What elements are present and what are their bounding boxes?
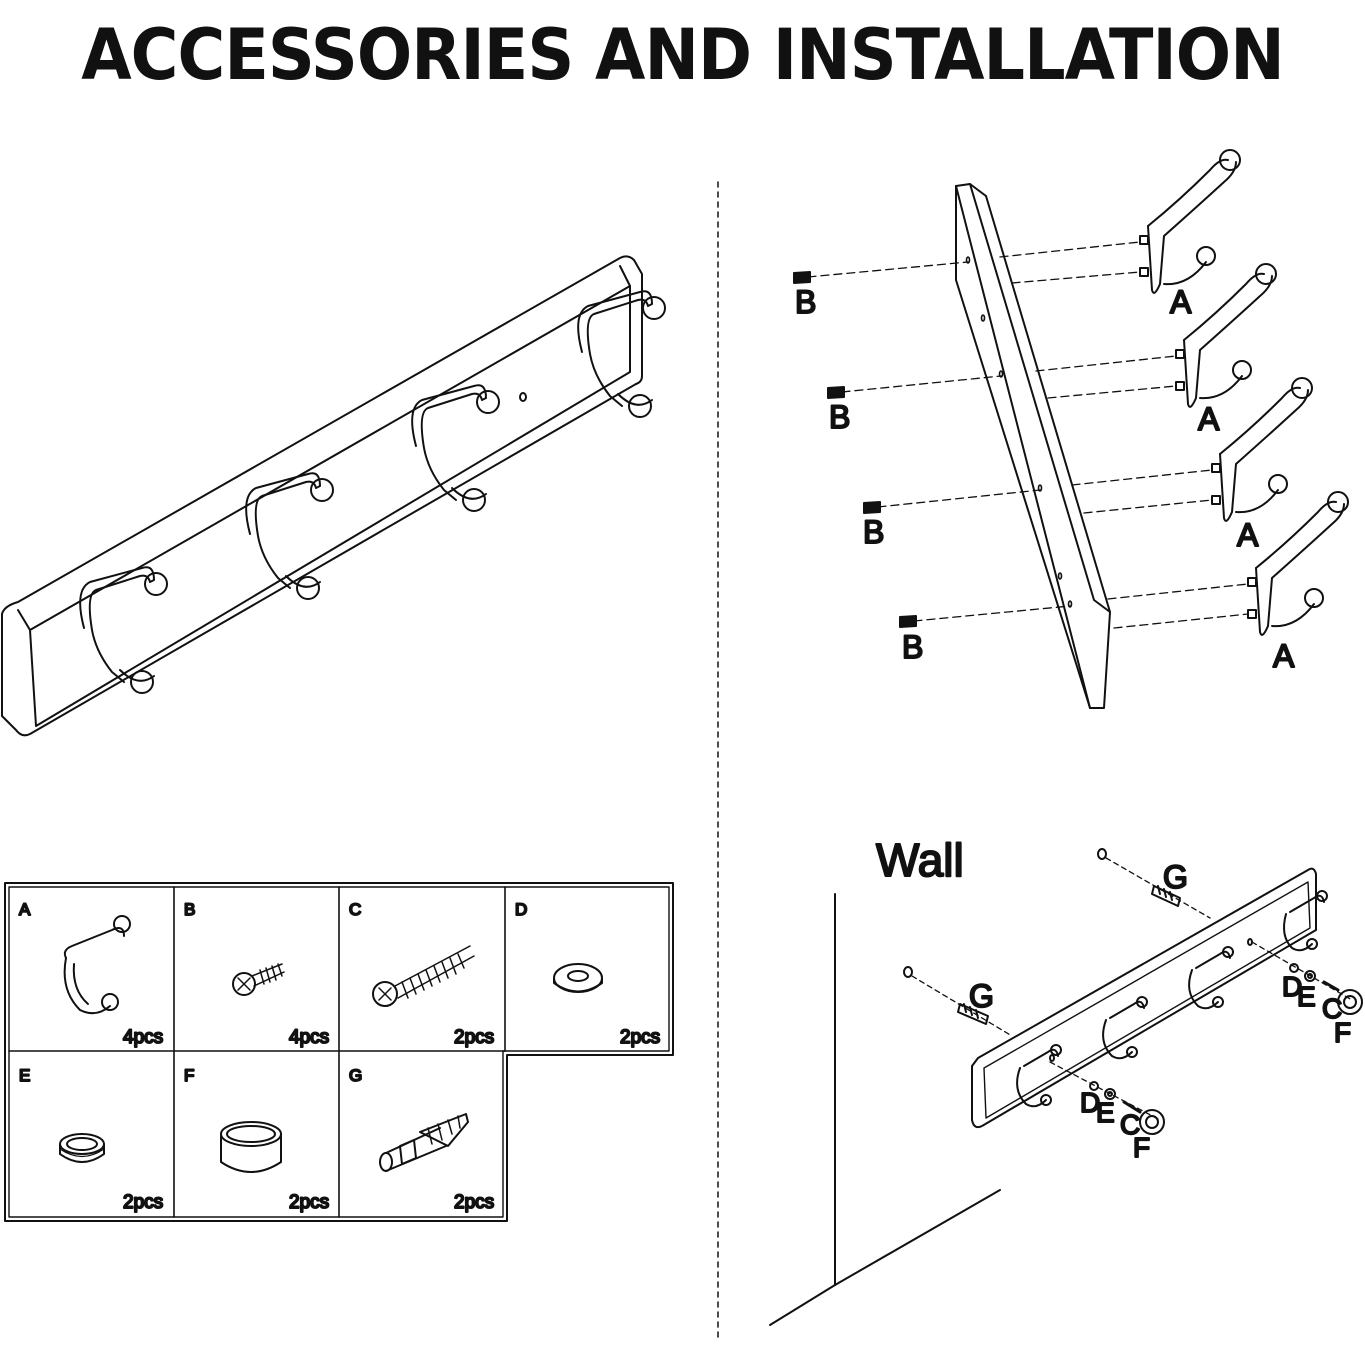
exploded-label-a: A <box>1198 401 1220 437</box>
exploded-hooks <box>1139 149 1349 636</box>
parts-table: A 4pcs B 4pcs C 2pcs D 2pcs E 2pcs F 2pc… <box>4 882 674 1222</box>
wall-label-f: F <box>1133 1132 1150 1163</box>
wall-fasteners-right <box>1289 963 1363 1015</box>
part-b-screw-icon <box>232 963 285 996</box>
exploded-label-a: A <box>1170 284 1192 320</box>
exploded-label-b: B <box>829 399 850 435</box>
part-letter: E <box>19 1066 30 1085</box>
wall-anchor <box>1151 885 1181 907</box>
rack-board <box>1 255 643 737</box>
wall-label-f: F <box>1334 1017 1351 1048</box>
part-a-hook-icon <box>63 915 131 1015</box>
part-letter: F <box>184 1066 194 1085</box>
wall-rack <box>971 867 1317 1129</box>
part-letter: G <box>349 1066 362 1085</box>
wall-label-c: C <box>1322 993 1342 1024</box>
part-g-anchor-icon <box>379 1113 469 1172</box>
rack-hooks <box>79 290 666 694</box>
part-f-cap-icon <box>220 1121 282 1173</box>
part-qty: 2pcs <box>454 1192 494 1213</box>
wall-fasteners-left <box>1089 1081 1165 1135</box>
part-c-screw-icon <box>372 945 475 1007</box>
exploded-screws <box>793 271 917 628</box>
part-qty: 2pcs <box>454 1027 494 1048</box>
wall-rack-hooks <box>1016 890 1328 1108</box>
part-letter: A <box>19 900 31 919</box>
part-letter: B <box>184 900 195 919</box>
exploded-board <box>955 183 1111 709</box>
part-qty: 4pcs <box>123 1027 163 1048</box>
exploded-label-b: B <box>863 514 884 550</box>
wall-label-g: G <box>969 978 994 1014</box>
exploded-label-b: B <box>795 284 816 320</box>
part-qty: 2pcs <box>620 1027 660 1048</box>
wall-label-d: D <box>1080 1087 1100 1118</box>
wall-label-e: E <box>1096 1097 1115 1128</box>
exploded-label-a: A <box>1237 517 1259 553</box>
exploded-label-a: A <box>1273 638 1295 674</box>
exploded-guides <box>807 241 1249 629</box>
wall-mounting: Wall <box>769 833 1363 1326</box>
wall-label-c: C <box>1120 1109 1140 1140</box>
wall-label: Wall <box>876 834 964 886</box>
part-letter: C <box>349 900 361 919</box>
exploded-label-b: B <box>902 629 923 665</box>
exploded-holes <box>965 256 1073 608</box>
part-qty: 2pcs <box>289 1192 329 1213</box>
assembled-rack <box>1 255 666 737</box>
exploded-view: B B B B A A A A <box>793 149 1349 709</box>
wall-label-d: D <box>1282 971 1302 1002</box>
part-qty: 4pcs <box>289 1027 329 1048</box>
wall-label-g: G <box>1163 859 1188 895</box>
wall-label-e: E <box>1297 981 1316 1012</box>
wall-anchor <box>957 1003 989 1025</box>
part-qty: 2pcs <box>123 1192 163 1213</box>
part-d-washer-icon <box>553 963 603 993</box>
page-title: ACCESSORIES AND INSTALLATION <box>81 14 1285 96</box>
part-letter: D <box>515 900 527 919</box>
part-e-ring-icon <box>59 1133 105 1163</box>
